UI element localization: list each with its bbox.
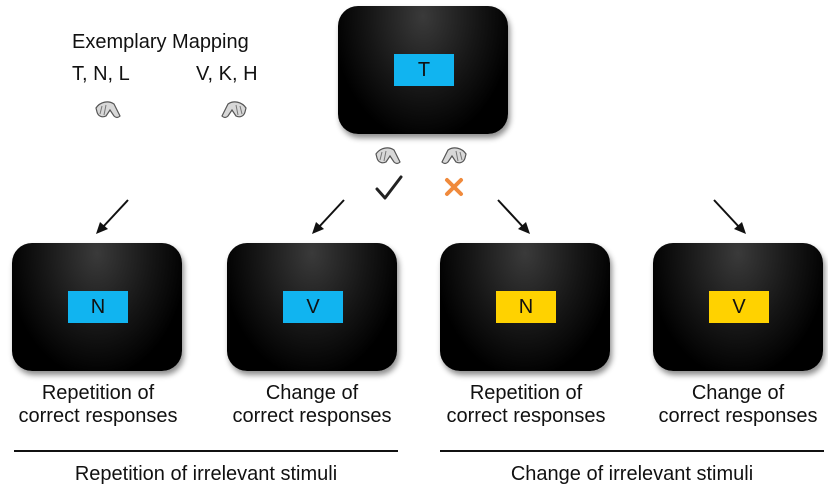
- caption-line1: Change of: [265, 382, 359, 404]
- screen-1: N: [12, 243, 182, 371]
- arrow-icon: [497, 199, 530, 234]
- caption-3: Repetition of correct responses: [426, 382, 626, 428]
- caption-line2: correct responses: [18, 405, 178, 427]
- screen-letter-box: N: [68, 291, 128, 323]
- screen-2: V: [227, 243, 397, 371]
- screen-4: V: [653, 243, 823, 371]
- screen-letter-box: N: [496, 291, 556, 323]
- caption-line2: correct responses: [232, 405, 392, 427]
- mapping-left-letters: T, N, L: [72, 63, 130, 85]
- right-pointing-hand-icon: [441, 147, 467, 165]
- arrow-icon: [713, 199, 746, 234]
- mapping-title: Exemplary Mapping: [72, 31, 249, 53]
- group-label-repetition: Repetition of irrelevant stimuli: [74, 463, 338, 485]
- caption-line1: Change of: [691, 382, 785, 404]
- caption-line1: Repetition of: [469, 382, 583, 404]
- caption-4: Change of correct responses: [638, 382, 828, 428]
- caption-line1: Repetition of: [41, 382, 155, 404]
- top-screen: T: [338, 6, 508, 134]
- arrow-icon: [312, 199, 345, 234]
- caption-line2: correct responses: [446, 405, 606, 427]
- checkmark-icon: [375, 175, 403, 200]
- right-pointing-hand-icon: [221, 101, 247, 119]
- arrow-icon: [96, 199, 129, 234]
- group-label-change: Change of irrelevant stimuli: [510, 463, 754, 485]
- mapping-right-letters: V, K, H: [196, 63, 258, 85]
- cross-icon: [445, 178, 463, 196]
- caption-1: Repetition of correct responses: [0, 382, 196, 428]
- group-divider: [440, 450, 824, 452]
- caption-line2: correct responses: [658, 405, 818, 427]
- group-divider: [14, 450, 398, 452]
- screen-letter-box: V: [283, 291, 343, 323]
- top-letter-box: T: [394, 54, 454, 86]
- left-pointing-hand-icon: [375, 147, 401, 165]
- caption-2: Change of correct responses: [212, 382, 412, 428]
- screen-3: N: [440, 243, 610, 371]
- screen-letter-box: V: [709, 291, 769, 323]
- left-pointing-hand-icon: [95, 101, 121, 119]
